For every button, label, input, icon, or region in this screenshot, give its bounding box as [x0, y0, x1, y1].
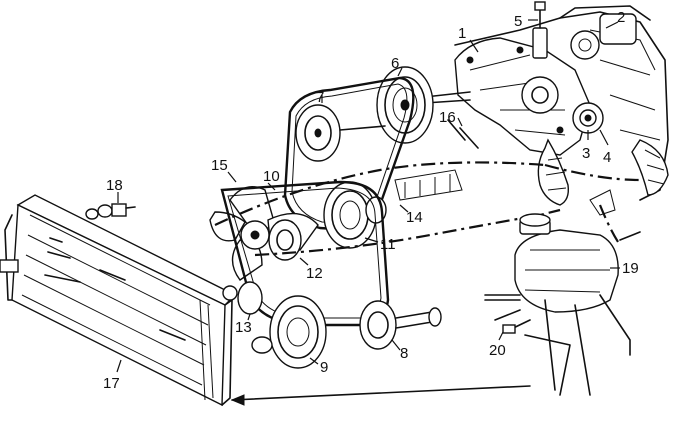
part-callouts: 1 2 3 4 5 6 7 8 9 10 11 12 13 14 15 16 1: [103, 9, 639, 392]
callout-19: 19: [622, 260, 639, 277]
callout-17: 17: [103, 375, 120, 392]
callout-4: 4: [603, 149, 611, 166]
callout-8: 8: [400, 345, 408, 362]
callout-5: 5: [514, 13, 522, 30]
upper-hoses: [447, 119, 669, 206]
callout-16: 16: [439, 109, 456, 126]
callout-leader-8: [391, 339, 401, 351]
expansion-tank: [484, 189, 641, 396]
water-pump-housing: [454, 37, 591, 156]
callout-leader-11: [364, 237, 379, 243]
pump-pulley: [376, 66, 471, 144]
callout-leader-6: [397, 67, 403, 77]
callout-leader-13: [247, 313, 251, 321]
callout-leader-4: [599, 129, 609, 146]
callout-2: 2: [617, 9, 625, 26]
thermostat-housing: [572, 102, 604, 134]
callout-leader-17: [116, 359, 122, 373]
callout-12: 12: [306, 265, 323, 282]
callout-1: 1: [458, 25, 466, 42]
callout-6: 6: [391, 55, 399, 72]
radiator: [0, 194, 238, 407]
bleed-screw: [85, 203, 136, 220]
callout-leader-1: [469, 39, 479, 53]
callout-10: 10: [263, 168, 280, 185]
callout-20: 20: [489, 342, 506, 359]
callout-14: 14: [406, 209, 423, 226]
cooling-fan: [209, 186, 319, 281]
callout-13: 13: [235, 319, 252, 336]
callout-3: 3: [582, 145, 590, 162]
callout-leader-10: [267, 182, 276, 191]
callout-leader-2: [605, 21, 619, 29]
callout-11: 11: [380, 236, 396, 253]
callout-leader-20: [498, 331, 504, 341]
callout-leader-9: [309, 357, 319, 365]
callout-15: 15: [211, 157, 228, 174]
hose-routing-lines: [214, 161, 641, 406]
callout-leader-12: [299, 257, 309, 266]
callout-leader-15: [227, 171, 237, 183]
callout-leader-16: [457, 117, 463, 127]
lower-pulleys: [237, 281, 442, 369]
callout-7: 7: [316, 89, 324, 106]
callout-leader-14: [399, 204, 409, 213]
callout-18: 18: [106, 177, 123, 194]
callout-9: 9: [320, 359, 328, 376]
temperature-sender: [532, 1, 548, 59]
